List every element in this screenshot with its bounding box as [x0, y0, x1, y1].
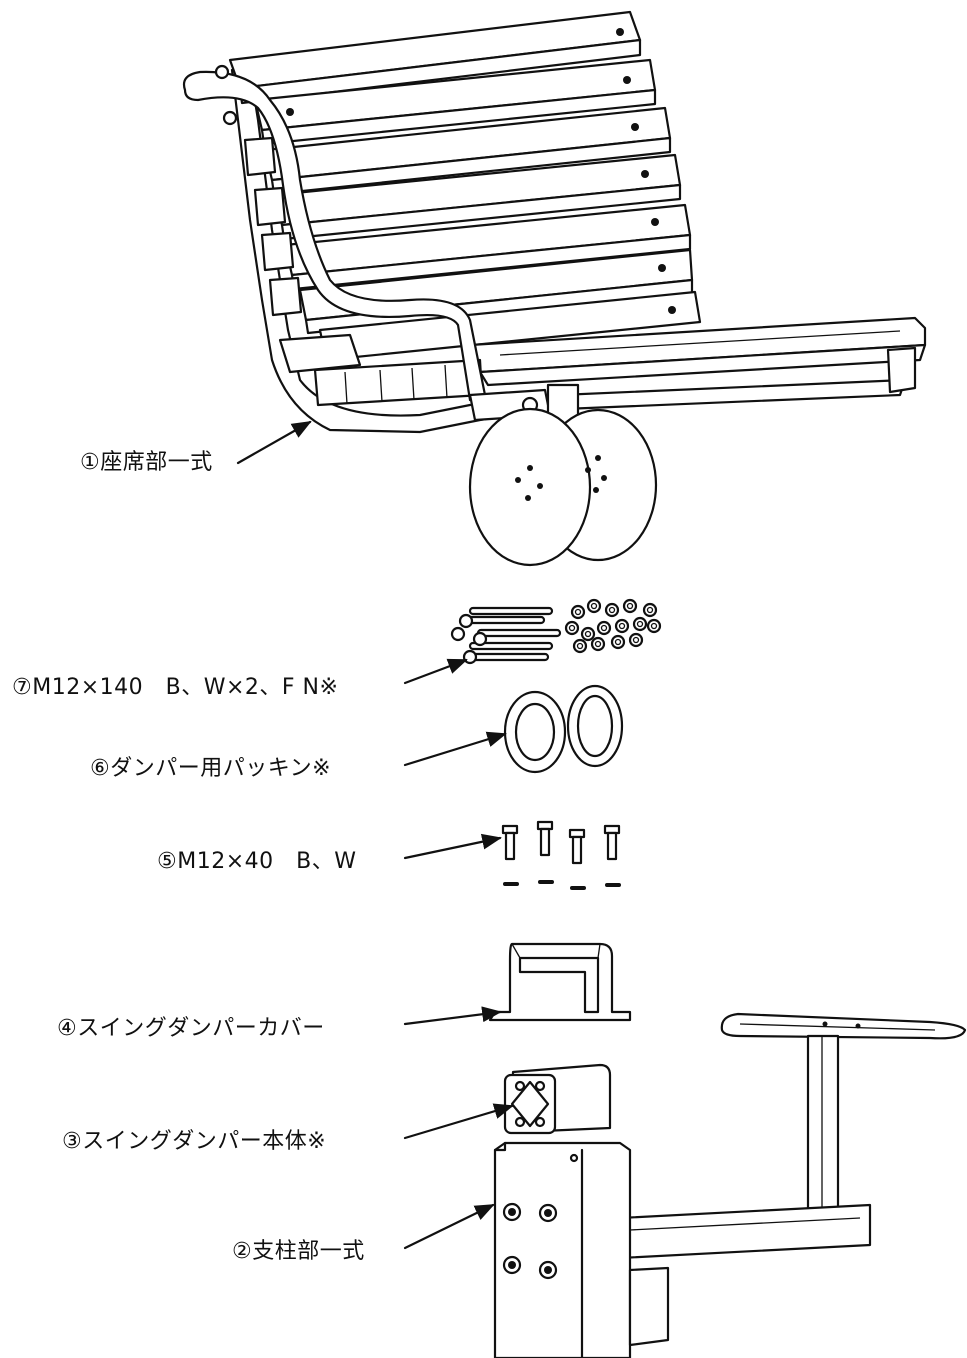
part-label-damper-body: ③スイングダンパー本体※	[62, 1129, 327, 1154]
leader-arrow-7	[403, 658, 468, 685]
swing-damper-cover	[488, 942, 632, 1022]
leader-arrow-5	[403, 833, 502, 860]
damper-packing	[503, 684, 624, 774]
part-label-bolt-set: ⑦M12×140 B、W×2、F N※	[12, 675, 339, 700]
post-assembly	[493, 1012, 967, 1358]
part-label-damper-cover: ④スイングダンパーカバー	[57, 1016, 325, 1041]
part-label-damper-packing: ⑥ダンパー用パッキン※	[90, 756, 331, 781]
part-label-short-bolts: ⑤M12×40 B、W	[157, 849, 357, 874]
leader-arrows	[236, 420, 514, 1250]
leader-arrow-2	[403, 1203, 495, 1250]
bolts-m12x40	[501, 820, 621, 890]
leader-arrow-4	[403, 1006, 502, 1026]
swing-damper-body	[503, 1063, 612, 1135]
seat-assembly	[182, 10, 927, 567]
leader-arrow-3	[403, 1103, 514, 1140]
leader-arrow-6	[403, 731, 507, 767]
bolt-set-m12x140	[450, 598, 662, 665]
part-label-post-assembly: ②支柱部一式	[232, 1239, 365, 1264]
part-label-seat-assembly: ①座席部一式	[80, 450, 213, 475]
leader-arrow-1	[236, 420, 312, 465]
